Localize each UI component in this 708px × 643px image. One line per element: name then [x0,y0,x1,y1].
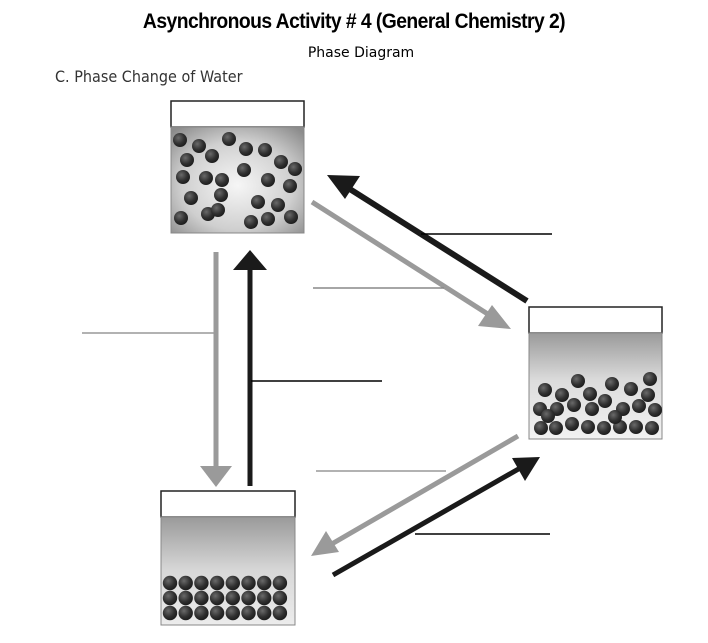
liquid-particle [597,421,611,435]
arrow-gas-to-solid [200,252,232,487]
liquid-particle [608,410,622,424]
arrow-solid-to-gas [233,250,267,486]
solid-particle [272,590,288,606]
liquid-particle [555,388,569,402]
gas-particle [211,203,225,217]
gas-particle [251,195,265,209]
liquid-particle [624,382,638,396]
liquid-particle [567,398,581,412]
liquid-particle [648,403,662,417]
liquid-particle [598,394,612,408]
arrow-solid-to-liquid [331,457,540,578]
solid-particle [194,605,209,621]
liquid-particle [632,399,646,413]
gas-particle [174,211,188,225]
arrow-liquid-to-solid [311,433,520,556]
gas-particle [180,153,194,167]
liquid-particle [538,383,552,397]
gas-particle [199,171,213,185]
liquid-particle [643,372,657,386]
solid-particle [194,590,209,606]
gas-particle [205,149,219,163]
liquid-particle [549,421,563,435]
arrow-liquid-to-gas [327,175,529,304]
solid-particle [257,590,272,606]
solid-particle [225,575,240,591]
liquid-particle [541,409,555,423]
solid-particle [272,605,288,621]
liquid-label-box[interactable] [528,306,663,334]
liquid-particle [565,417,579,431]
solid-particle [162,575,178,591]
solid-particle [241,575,256,591]
solid-particle [225,590,240,606]
gas-label-box[interactable] [170,100,305,128]
gas-particle [214,188,228,202]
page-subtitle: Phase Diagram [307,45,415,61]
solid-particle [178,605,193,621]
solid-particle [194,575,209,591]
gas-particle [261,173,275,187]
gas-particle [239,142,253,156]
section-title: C. Phase Change of Water [55,67,243,86]
liquid-state [528,306,663,440]
solid-particle [178,590,193,606]
gas-particle [258,143,272,157]
solid-particle [209,605,225,621]
solid-particle [257,605,272,621]
gas-particle [274,155,288,169]
solid-particle [257,575,272,591]
gas-particles [173,132,302,229]
gas-particle [222,132,236,146]
page-title: Asynchronous Activity # 4 (General Chemi… [142,10,566,33]
solid-particles [162,575,288,621]
gas-particle [284,210,298,224]
liquid-particle [583,387,597,401]
solid-particle [241,605,256,621]
arrow-gas-to-liquid [310,199,511,329]
liquid-particle [645,421,659,435]
solid-particle [178,575,193,591]
gas-particle [261,212,275,226]
liquid-particle [605,377,619,391]
solid-particle [241,590,256,606]
liquid-particle [585,402,599,416]
gas-particle [184,191,198,205]
gas-particle [271,198,285,212]
liquid-particle [581,420,595,434]
gas-particle [176,170,190,184]
gas-particle [215,173,229,187]
gas-particle [288,162,302,176]
gas-particle [192,139,206,153]
gas-particle [244,215,258,229]
solid-particle [162,605,178,621]
solid-particle [272,575,288,591]
gas-state [170,100,305,234]
solid-particle [209,575,225,591]
gas-particle [173,133,187,147]
gas-particle [237,163,251,177]
liquid-particles [533,372,662,435]
solid-state [160,490,296,626]
solid-particle [209,590,225,606]
gas-particle [283,179,297,193]
solid-label-box[interactable] [160,490,296,518]
liquid-particle [641,388,655,402]
liquid-particle [534,421,548,435]
liquid-particle [571,374,585,388]
liquid-particle [629,420,643,434]
solid-particle [162,590,178,606]
solid-particle [225,605,240,621]
